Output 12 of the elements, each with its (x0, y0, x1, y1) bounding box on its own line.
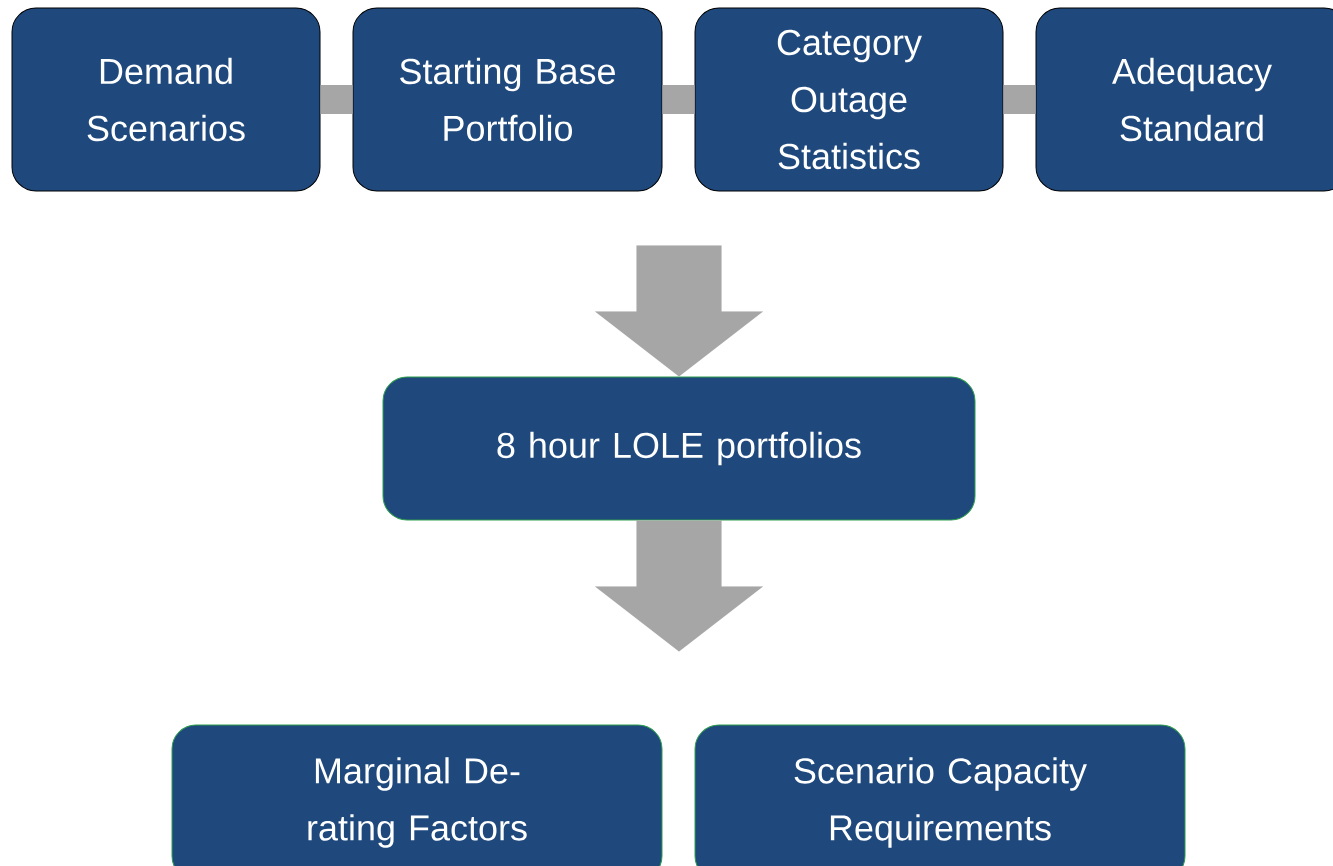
connector-bar (320, 85, 353, 114)
process-box: Category Outage Statistics (694, 7, 1004, 192)
process-box: Demand Scenarios (11, 7, 321, 192)
block-arrow (594, 520, 764, 652)
process-box: 8 hour LOLE portfolios (382, 376, 976, 521)
connector-bar (662, 85, 695, 114)
process-box: Marginal De-rating Factors (171, 724, 663, 866)
process-box: Scenario Capacity Requirements (694, 724, 1186, 866)
process-box: Starting Base Portfolio (352, 7, 663, 192)
connector-bar (1003, 85, 1036, 114)
process-box: Adequacy Standard (1035, 7, 1333, 192)
block-arrow (594, 245, 764, 377)
